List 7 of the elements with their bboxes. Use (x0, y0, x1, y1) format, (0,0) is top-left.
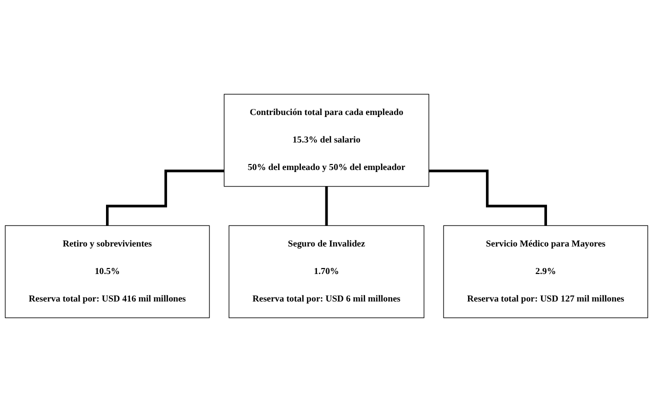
connector (106, 170, 224, 228)
connector (428, 170, 547, 228)
node-box: Retiro y sobrevivientes 10.5% Reserva total por: USD 416 mil millones (4, 226, 210, 319)
node-box: Servicio Médico para Mayores 2.9% Reserva total por: USD 127 mil millones (443, 226, 648, 319)
node-box: Seguro de Invalidez 1.70% Reserva total por: USD 6 mil millones (228, 226, 424, 319)
node-box: Contribución total para cada empleado 15.3% del salario 50% del empleado y 50% del empleador (224, 94, 430, 188)
connector (325, 186, 328, 228)
